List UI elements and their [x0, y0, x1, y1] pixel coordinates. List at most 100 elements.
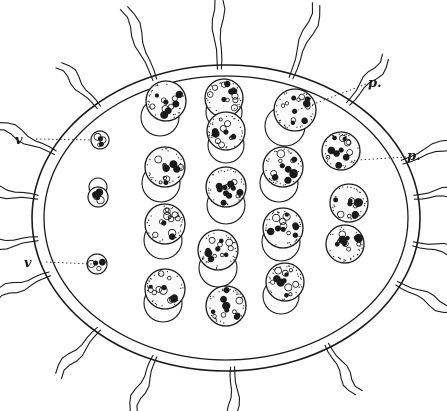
stipple-dot: [209, 107, 210, 108]
stipple-dot: [271, 180, 272, 181]
stipple-dot: [180, 225, 181, 226]
nucleus: [224, 303, 229, 308]
stipple-dot: [157, 85, 158, 86]
stipple-dot: [179, 108, 180, 109]
stipple-dot: [178, 177, 179, 178]
stipple-dot: [178, 112, 179, 113]
stipple-dot: [203, 258, 204, 259]
granule: [155, 94, 158, 97]
granule: [292, 96, 296, 100]
flagellum: [0, 276, 51, 302]
stipple-dot: [293, 267, 294, 268]
granule: [291, 121, 295, 125]
stipple-dot: [330, 163, 331, 164]
reproductive-cell: [266, 263, 304, 301]
stipple-dot: [285, 126, 286, 127]
stipple-dot: [288, 150, 289, 151]
granule: [232, 135, 236, 139]
stipple-dot: [289, 266, 290, 267]
granule: [171, 295, 178, 302]
stipple-dot: [203, 256, 204, 257]
stipple-dot: [152, 300, 153, 301]
stipple-dot: [169, 182, 170, 183]
stipple-dot: [364, 205, 365, 206]
flagellum: [120, 10, 153, 81]
granule: [293, 233, 298, 238]
nucleus: [215, 246, 220, 251]
stipple-dot: [312, 113, 313, 114]
stipple-dot: [175, 237, 176, 238]
granule: [223, 191, 228, 196]
stipple-dot: [350, 187, 351, 188]
stipple-dot: [239, 106, 240, 107]
stipple-dot: [222, 289, 223, 290]
stipple-dot: [181, 284, 182, 285]
stipple-dot: [147, 283, 148, 284]
stipple-dot: [233, 291, 234, 292]
stipple-dot: [339, 188, 340, 189]
stipple-dot: [213, 119, 214, 120]
stipple-dot: [300, 224, 301, 225]
stipple-dot: [210, 296, 211, 297]
granule: [285, 177, 291, 183]
reproductive-cell: [145, 147, 185, 187]
stipple-dot: [230, 289, 231, 290]
stipple-dot: [277, 114, 278, 115]
stipple-dot: [182, 287, 183, 288]
stipple-dot: [340, 258, 341, 259]
stipple-dot: [266, 225, 267, 226]
stipple-dot: [354, 188, 355, 189]
stipple-dot: [147, 286, 148, 287]
stipple-dot: [341, 227, 342, 228]
stipple-dot: [282, 299, 283, 300]
stipple-dot: [236, 292, 237, 293]
stipple-dot: [269, 219, 270, 220]
stipple-dot: [209, 182, 210, 183]
stipple-dot: [179, 235, 180, 236]
stipple-dot: [266, 170, 267, 171]
stipple-dot: [182, 219, 183, 220]
stipple-dot: [267, 161, 268, 162]
reproductive-cell: [146, 81, 186, 121]
granule: [170, 161, 177, 168]
stipple-dot: [172, 207, 173, 208]
stipple-dot: [271, 292, 272, 293]
stipple-dot: [149, 281, 150, 282]
stipple-dot: [150, 177, 151, 178]
stipple-dot: [333, 256, 334, 257]
stipple-dot: [284, 211, 285, 212]
stipple-dot: [301, 279, 302, 280]
stipple-dot: [206, 238, 207, 239]
stipple-dot: [276, 111, 277, 112]
stipple-dot: [162, 305, 163, 306]
stipple-dot: [208, 235, 209, 236]
stipple-dot: [361, 244, 362, 245]
stipple-dot: [182, 166, 183, 167]
stipple-dot: [208, 262, 209, 263]
nucleus: [292, 109, 297, 114]
stipple-dot: [311, 119, 312, 120]
stipple-dot: [209, 308, 210, 309]
nucleus: [162, 285, 167, 290]
granule: [343, 154, 349, 160]
stipple-dot: [148, 232, 149, 233]
stipple-dot: [363, 198, 364, 199]
stipple-dot: [289, 125, 290, 126]
stipple-dot: [269, 277, 270, 278]
stipple-dot: [217, 265, 218, 266]
stipple-dot: [353, 256, 354, 257]
stipple-dot: [218, 171, 219, 172]
stipple-dot: [181, 221, 182, 222]
stipple-dot: [299, 287, 300, 288]
stipple-dot: [200, 251, 201, 252]
stipple-dot: [284, 93, 285, 94]
stipple-dot: [297, 273, 298, 274]
stipple-dot: [357, 147, 358, 148]
reproductive-cell: [263, 147, 303, 187]
stipple-dot: [171, 208, 172, 209]
stipple-dot: [343, 165, 344, 166]
granule: [285, 166, 291, 172]
stipple-dot: [351, 161, 352, 162]
stipple-dot: [270, 290, 271, 291]
